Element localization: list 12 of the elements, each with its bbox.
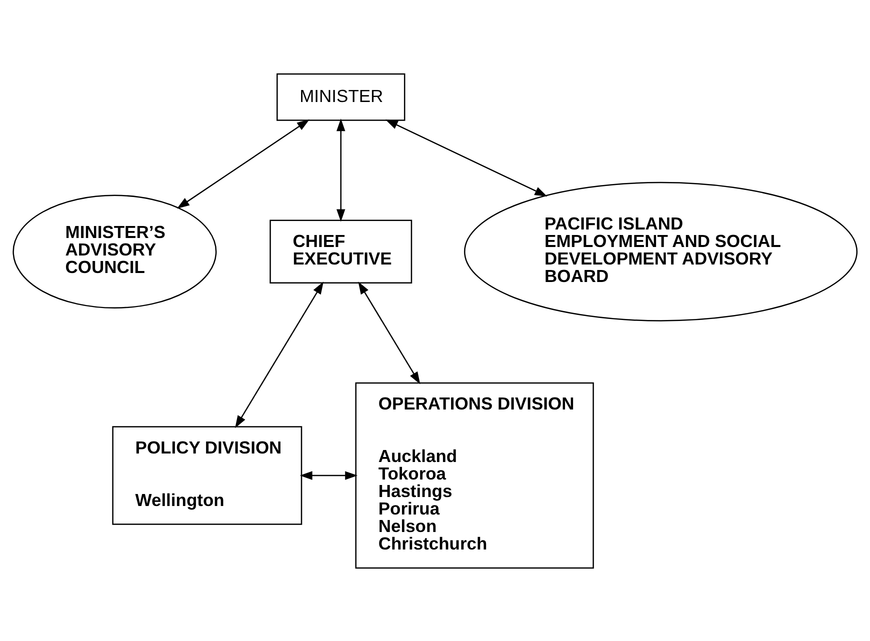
arrow bbox=[336, 118, 346, 222]
node-box: OPERATIONS DIVISION Auckland Tokoroa Hastings Porirua Nelson Christchurch bbox=[355, 382, 594, 568]
arrow bbox=[235, 281, 324, 428]
node-box: MINISTER bbox=[276, 72, 406, 120]
arrow bbox=[358, 281, 420, 384]
node-box: CHIEF EXECUTIVE bbox=[270, 219, 412, 284]
node-box: POLICY DIVISION Wellington bbox=[112, 426, 302, 524]
node-ellipse: MINISTER’S ADVISORY COUNCIL bbox=[12, 194, 217, 308]
arrow bbox=[385, 119, 548, 196]
arrow bbox=[176, 118, 310, 208]
node-ellipse: PACIFIC ISLAND EMPLOYMENT AND SOCIAL DEVELOPMENT ADVISORY BOARD bbox=[464, 181, 858, 321]
arrow bbox=[300, 470, 358, 480]
